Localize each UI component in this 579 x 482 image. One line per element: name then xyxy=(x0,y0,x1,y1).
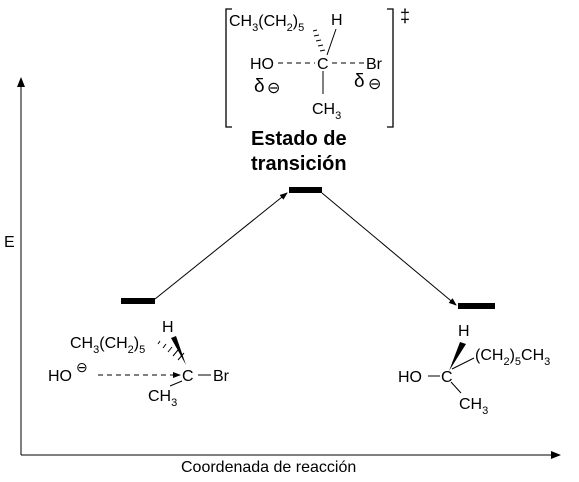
product-chain: (CH xyxy=(475,347,503,364)
reactant-ho: HO xyxy=(48,368,72,385)
ts-label-line2: transición xyxy=(251,153,347,175)
ts-delta-right: δ xyxy=(354,71,365,92)
svg-text:CH3: CH3 xyxy=(148,388,177,409)
svg-text:CH3(CH2)5: CH3(CH2)5 xyxy=(229,13,304,34)
ts-delta-left: δ xyxy=(254,76,265,97)
product-structure: H (CH2)5CH3 HO C CH3 xyxy=(398,323,550,417)
ts-h-atom: H xyxy=(331,12,343,29)
svg-text:CH3(CH2)5: CH3(CH2)5 xyxy=(70,335,145,356)
ts-hashed-bond xyxy=(312,29,326,52)
svg-text:CH3: CH3 xyxy=(459,396,488,417)
product-wedge-bond xyxy=(449,342,466,371)
ts-to-product-arrow xyxy=(321,192,457,306)
reactant-hydroxide-charge: ⊖ xyxy=(76,359,88,375)
product-c-atom: C xyxy=(441,369,453,386)
ts-minus-left: ⊖ xyxy=(267,80,280,97)
ts-dagger: ‡ xyxy=(400,6,410,26)
ts-c-atom: C xyxy=(317,56,329,73)
product-h-atom: H xyxy=(458,323,470,340)
reactant-chain: CH xyxy=(70,335,93,352)
reactant-hashed-bond xyxy=(157,340,185,361)
svg-text:(CH2)5CH3: (CH2)5CH3 xyxy=(475,347,550,368)
reactant-h-atom: H xyxy=(162,319,174,336)
y-axis-label: E xyxy=(4,234,15,251)
ts-ho-group: HO xyxy=(250,56,274,73)
reactant-br-atom: Br xyxy=(213,368,230,385)
reactant-c-ch3-bond xyxy=(169,380,183,387)
product-c-chain-bond xyxy=(451,357,475,370)
ts-ch3-group: CH xyxy=(312,101,335,118)
ts-left-bracket xyxy=(225,8,232,128)
transition-state-structure: CH3(CH2)5 H HO C Br δ ⊖ δ ⊖ CH3 xyxy=(229,12,383,122)
ts-right-bracket xyxy=(387,8,394,128)
ts-ch3-text: CH xyxy=(229,13,252,30)
ts-minus-right: ⊖ xyxy=(368,76,381,93)
product-ho: HO xyxy=(398,369,422,386)
ts-c-h-bond xyxy=(326,28,337,56)
reactant-structure: CH3(CH2)5 H HO ⊖ C Br CH3 xyxy=(48,319,230,409)
product-c-ch3-bond xyxy=(450,381,462,394)
x-axis-label: Coordenada de reacción xyxy=(181,459,356,476)
ts-br-atom: Br xyxy=(366,56,383,73)
reactant-c-atom: C xyxy=(182,368,194,385)
product-ch3-group: CH xyxy=(459,396,482,413)
svg-text:CH3: CH3 xyxy=(312,101,341,122)
reactant-wedge-bond xyxy=(171,336,186,365)
ts-label-line1: Estado de xyxy=(251,128,347,150)
reactant-to-ts-arrow xyxy=(154,192,288,300)
reactant-ch3-group: CH xyxy=(148,388,171,405)
